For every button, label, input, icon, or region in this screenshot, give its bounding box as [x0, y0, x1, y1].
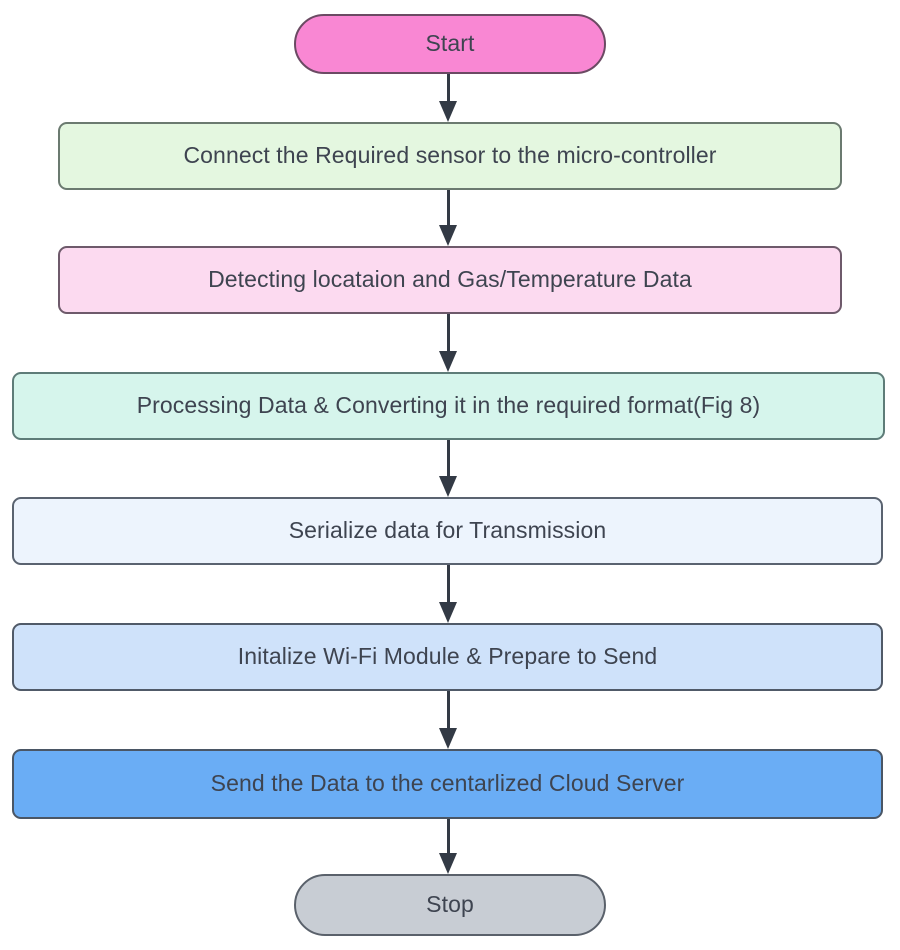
arrow-stem: [446, 74, 450, 102]
node-label-process-convert: Processing Data & Converting it in the r…: [136, 392, 761, 419]
node-detect-data: Detecting locataion and Gas/Temperature …: [58, 246, 842, 314]
arrow-stem: [446, 819, 450, 854]
node-label-connect-sensor: Connect the Required sensor to the micro…: [183, 142, 717, 169]
node-label-serialize: Serialize data for Transmission: [288, 517, 607, 544]
node-serialize: Serialize data for Transmission: [12, 497, 883, 565]
arrow-head-icon: [439, 853, 457, 874]
node-label-init-wifi: Initalize Wi-Fi Module & Prepare to Send: [237, 643, 658, 670]
arrow-process-convert-to-serialize: [436, 440, 460, 497]
node-label-send-cloud: Send the Data to the centarlized Cloud S…: [210, 770, 685, 797]
node-init-wifi: Initalize Wi-Fi Module & Prepare to Send: [12, 623, 883, 691]
node-send-cloud: Send the Data to the centarlized Cloud S…: [12, 749, 883, 819]
arrow-head-icon: [439, 351, 457, 372]
node-connect-sensor: Connect the Required sensor to the micro…: [58, 122, 842, 190]
arrow-init-wifi-to-send-cloud: [436, 691, 460, 749]
node-label-detect-data: Detecting locataion and Gas/Temperature …: [208, 266, 692, 293]
arrow-head-icon: [439, 728, 457, 749]
arrow-head-icon: [439, 101, 457, 122]
arrow-connect-sensor-to-detect-data: [436, 190, 460, 246]
arrow-head-icon: [439, 602, 457, 623]
node-process-convert: Processing Data & Converting it in the r…: [12, 372, 885, 440]
arrow-send-cloud-to-stop: [436, 819, 460, 874]
arrow-head-icon: [439, 225, 457, 246]
arrow-detect-data-to-process-convert: [436, 314, 460, 372]
arrow-head-icon: [439, 476, 457, 497]
arrow-start-to-connect-sensor: [436, 74, 460, 122]
node-start: Start: [294, 14, 606, 74]
arrow-stem: [446, 691, 450, 729]
arrow-stem: [446, 440, 450, 477]
node-label-start: Start: [425, 30, 475, 57]
node-stop: Stop: [294, 874, 606, 936]
arrow-stem: [446, 314, 450, 352]
arrow-stem: [446, 190, 450, 226]
arrow-stem: [446, 565, 450, 603]
arrow-serialize-to-init-wifi: [436, 565, 460, 623]
node-label-stop: Stop: [426, 891, 474, 918]
